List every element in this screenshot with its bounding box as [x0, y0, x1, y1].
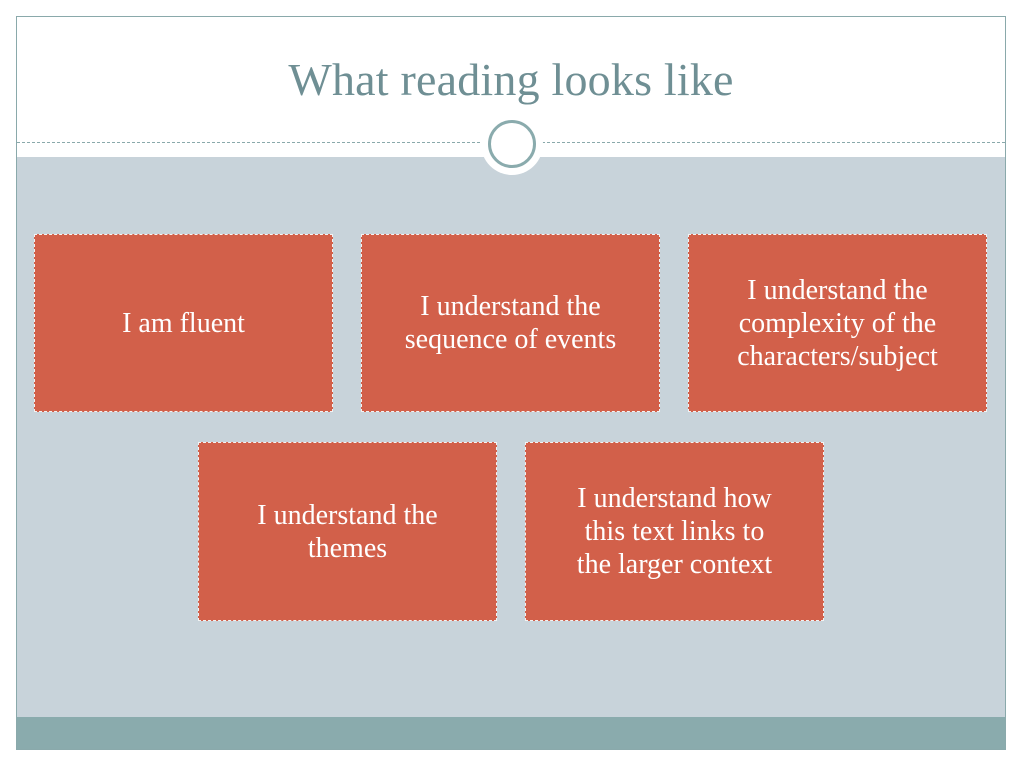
divider-circle-ornament [481, 113, 543, 175]
box-context: I understand how this text links to the … [525, 442, 824, 621]
box-themes: I understand the themes [198, 442, 497, 621]
box-label: I am fluent [122, 307, 245, 339]
box-sequence: I understand the sequence of events [361, 234, 660, 412]
circle-ring-icon [488, 120, 536, 168]
slide-title: What reading looks like [288, 54, 734, 105]
box-label: I understand the themes [257, 499, 438, 564]
box-label: I understand the sequence of events [404, 291, 617, 355]
box-fluent: I am fluent [34, 234, 333, 412]
box-label: I understand the complexity of the chara… [737, 274, 938, 372]
slide: What reading looks like I am fluent I un… [16, 16, 1006, 750]
box-complexity: I understand the complexity of the chara… [688, 234, 987, 412]
footer-band [17, 717, 1005, 749]
box-label: I understand how this text links to the … [576, 483, 773, 580]
